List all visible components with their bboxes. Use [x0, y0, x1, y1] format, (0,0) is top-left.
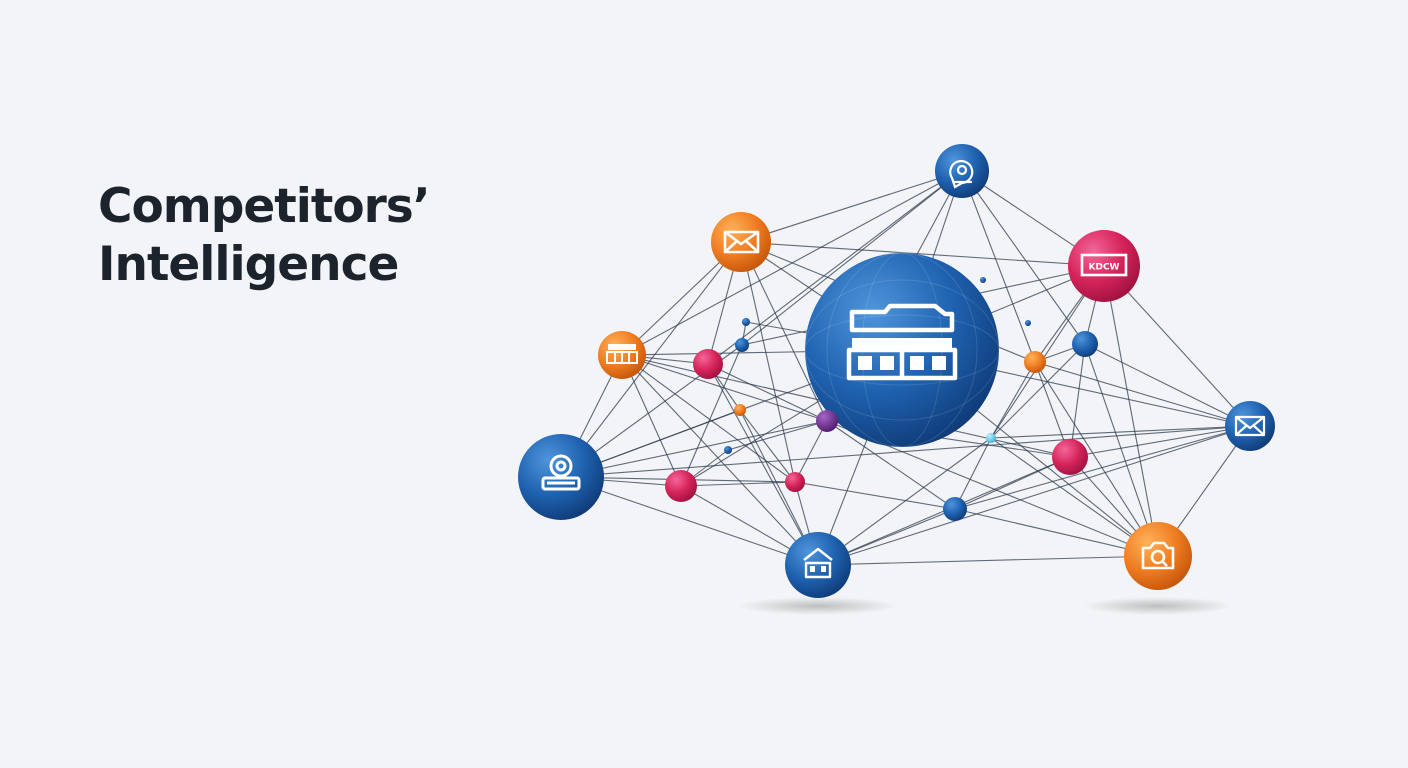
- home-icon: [803, 547, 833, 579]
- small-node: [735, 338, 749, 352]
- small-node: [1052, 439, 1088, 475]
- network-edge: [794, 420, 828, 483]
- central-hub-node: [804, 252, 1000, 448]
- network-edge: [560, 425, 1251, 478]
- network-edge: [1084, 343, 1251, 427]
- network-edge: [1034, 361, 1251, 427]
- network-edge: [990, 361, 1036, 439]
- network-edge: [990, 343, 1086, 439]
- network-edge: [560, 241, 742, 478]
- node-store-left: [598, 331, 646, 379]
- small-node: [785, 472, 805, 492]
- network-edge: [826, 420, 956, 510]
- monitor-label: KDCW: [1089, 263, 1120, 273]
- network-edge: [954, 437, 992, 510]
- small-node: [1025, 320, 1031, 326]
- network-edge: [727, 420, 828, 451]
- node-camera-left: [518, 434, 604, 520]
- shadow: [738, 597, 898, 615]
- network-edge: [817, 555, 1159, 566]
- network-edge: [1103, 265, 1251, 427]
- envelope-icon: [723, 230, 760, 254]
- network-edge: [739, 409, 796, 483]
- small-node: [734, 404, 746, 416]
- small-node: [1024, 351, 1046, 373]
- node-top: [935, 144, 989, 198]
- storefront-icon: [846, 303, 958, 381]
- network-edge: [961, 170, 1086, 345]
- title-line-2: Intelligence: [98, 237, 399, 292]
- small-node: [1072, 331, 1098, 357]
- node-screen: KDCW: [1068, 230, 1140, 302]
- network-edge: [954, 456, 1071, 510]
- network-edge: [1034, 361, 1159, 557]
- small-node: [980, 277, 986, 283]
- network-edge: [990, 425, 1251, 439]
- network-edge: [817, 425, 1251, 566]
- shadow: [1083, 597, 1233, 615]
- network-edge: [990, 437, 1159, 557]
- webcam-icon: [541, 454, 581, 491]
- network-edge: [680, 344, 743, 487]
- monitor-icon: KDCW: [1080, 253, 1128, 277]
- camera-icon: [1141, 541, 1175, 570]
- network-edge: [817, 437, 992, 566]
- network-edge: [1103, 265, 1159, 557]
- title-line-1: Competitors’: [98, 179, 431, 234]
- small-node: [665, 470, 697, 502]
- network-edge: [560, 420, 828, 478]
- storefront-icon: [606, 344, 638, 364]
- small-node: [742, 318, 750, 326]
- network-edge: [954, 508, 1159, 557]
- chat-bubble-icon: [949, 159, 974, 189]
- network-edge: [794, 481, 956, 510]
- small-nodes: [665, 277, 1098, 521]
- envelope-icon: [1234, 415, 1266, 437]
- small-node: [943, 497, 967, 521]
- small-node: [693, 349, 723, 379]
- network-edge: [1069, 343, 1086, 458]
- network-edge: [740, 241, 1105, 267]
- network-edge: [1069, 425, 1251, 458]
- node-mail-right: [1225, 401, 1275, 451]
- network-edge: [1084, 343, 1159, 557]
- node-home: [785, 532, 851, 598]
- small-node: [986, 433, 996, 443]
- network-edge: [741, 170, 963, 346]
- network-edge: [707, 363, 828, 422]
- node-mail-top: [711, 212, 771, 272]
- network-edge: [621, 354, 819, 566]
- network-edge: [707, 170, 963, 365]
- node-camera-right: [1124, 522, 1192, 590]
- network-edge: [961, 170, 1036, 363]
- network-edge: [740, 170, 963, 243]
- small-node: [816, 410, 838, 432]
- network-edge: [740, 241, 796, 483]
- small-node: [724, 446, 732, 454]
- network-edge: [740, 241, 828, 422]
- page-title: Competitors’ Intelligence: [98, 178, 431, 294]
- network-edge: [560, 476, 819, 566]
- network-edge: [707, 363, 819, 566]
- network-edge: [680, 481, 796, 487]
